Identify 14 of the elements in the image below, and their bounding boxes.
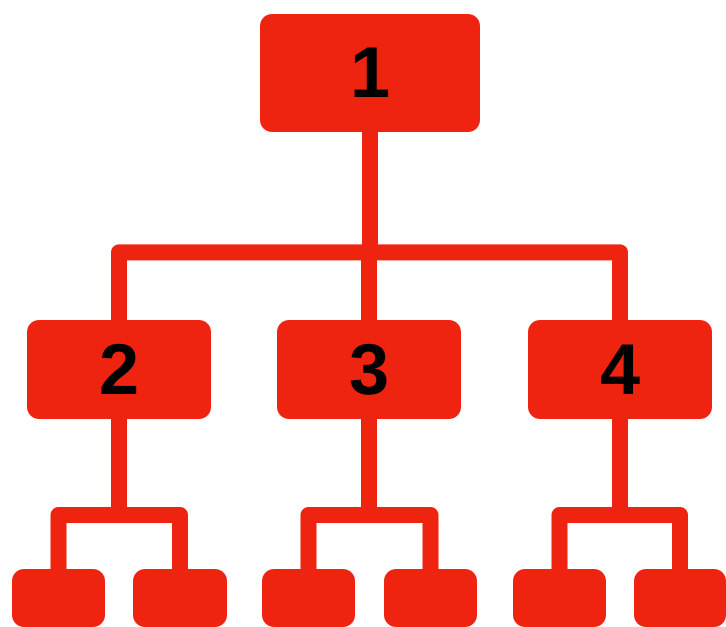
org-box (260, 14, 480, 132)
empty-box (133, 569, 227, 627)
empty-box (12, 569, 105, 627)
org-box (528, 320, 712, 419)
box-number: 1 (350, 37, 390, 109)
empty-box (262, 569, 355, 627)
box-number: 3 (348, 334, 390, 406)
box-number: 2 (98, 334, 140, 406)
empty-box (634, 569, 726, 627)
box-number: 4 (600, 334, 640, 406)
empty-box (513, 569, 606, 627)
empty-box (384, 569, 477, 627)
org-box (27, 320, 211, 419)
org-box (277, 320, 461, 419)
